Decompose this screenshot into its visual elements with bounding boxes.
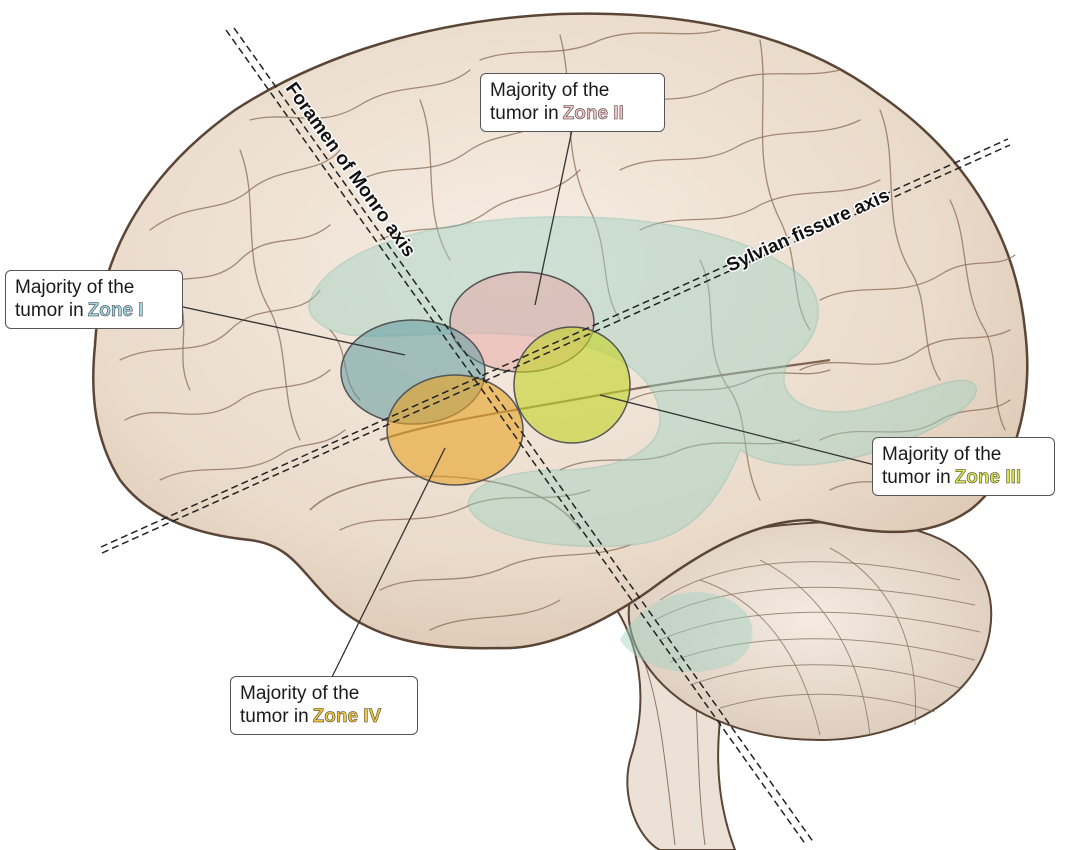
zone4-region [386, 374, 524, 486]
callout-zone-2-line2: tumor in [490, 103, 559, 124]
cerebellum [627, 520, 993, 742]
callout-zone-2-label: Zone II [562, 103, 624, 125]
sylvian-axis-line [100, 138, 1011, 554]
leader-lines [182, 129, 876, 678]
callout-zone-1-line1: Majority of the [15, 277, 135, 298]
callout-zone-2-line1: Majority of the [490, 80, 610, 101]
callout-zone-4-line2: tumor in [240, 706, 309, 727]
callout-zone-3-line2: tumor in [882, 467, 951, 488]
callout-zone-4-line1: Majority of the [240, 683, 360, 704]
foramen-axis-line [225, 27, 815, 846]
callout-zone-1-line2: tumor in [15, 300, 84, 321]
callout-zone-3-line1: Majority of the [882, 444, 1002, 465]
zones [340, 271, 631, 486]
callout-zone-4-label: Zone IV [312, 706, 382, 728]
callout-zone-3-label: Zone III [954, 467, 1022, 489]
callout-zone-1-label: Zone I [87, 300, 144, 322]
zone3-region [513, 326, 631, 444]
